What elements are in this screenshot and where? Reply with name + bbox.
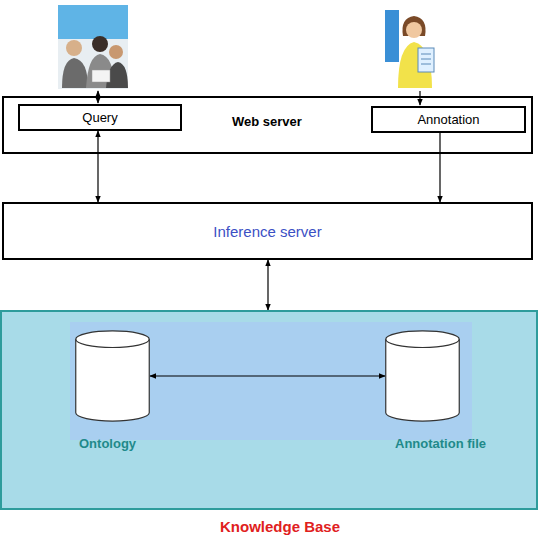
annotator-line bbox=[419, 91, 420, 105]
database-cylinder: Ontology bbox=[75, 330, 150, 422]
annotation-box: Annotation bbox=[371, 106, 526, 133]
database-cylinder: Annotation file bbox=[385, 330, 460, 422]
node-label: Query bbox=[82, 110, 117, 125]
knowledge-band: Knowledge BaseOntologyAnnotation file bbox=[0, 310, 538, 510]
node-label: Annotation file bbox=[395, 436, 486, 451]
node-label: Web server bbox=[232, 114, 302, 129]
node-label: Knowledge Base bbox=[220, 518, 340, 535]
server-box: Web server Query Annotation bbox=[2, 96, 533, 154]
connector-arrow bbox=[97, 131, 98, 202]
node-label: Annotation bbox=[417, 112, 479, 127]
inference-box: Inference server bbox=[2, 202, 533, 260]
band-fill bbox=[0, 310, 538, 510]
cylinder-outline bbox=[75, 330, 150, 422]
inner-panel-fill bbox=[70, 322, 472, 440]
node-label: Inference server bbox=[213, 223, 321, 240]
query-box: Query bbox=[18, 104, 182, 131]
connector-arrow bbox=[150, 375, 385, 376]
connector-arrow bbox=[439, 133, 440, 202]
connector-arrow bbox=[267, 260, 268, 310]
node-label: Ontology bbox=[79, 436, 136, 451]
user-group-figure bbox=[58, 5, 128, 89]
annotator-figure bbox=[385, 10, 434, 88]
cylinder-outline bbox=[385, 330, 460, 422]
